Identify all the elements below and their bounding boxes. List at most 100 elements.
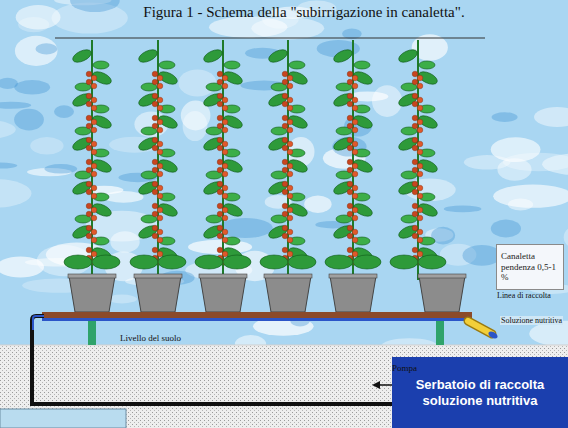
cloud [44,164,77,174]
tomato [282,211,288,217]
tomato [282,203,288,209]
tomato [417,193,423,199]
tomato [217,145,223,151]
leaf [289,61,305,69]
cloud [30,137,63,154]
tomato [287,127,293,133]
background-texture [0,0,568,354]
tomato [222,105,228,111]
leaf [64,255,92,269]
leaf [71,179,93,197]
tomato [412,71,418,77]
pot-rim [68,274,116,278]
pot [265,276,311,312]
tomato [287,229,293,235]
tomato [86,189,92,195]
tomato [287,207,293,213]
tomato [217,79,223,85]
tomato [347,79,353,85]
tomato [86,101,92,107]
cloud [37,245,92,276]
tomato-plant [325,40,381,312]
tomato [412,181,418,187]
leaf [93,61,109,69]
tomato-plant [260,40,316,312]
tomato [287,251,293,257]
tomato [412,101,418,107]
ground-label: Livello del suolo [120,333,181,343]
tomato [217,211,223,217]
leaf [332,135,354,153]
tomato [287,83,293,89]
tomato [347,93,353,99]
tomato [347,101,353,107]
tomato [86,225,92,231]
drain-pipe [468,321,492,334]
line-label: Linea di raccolta [497,291,551,300]
tomato [412,137,418,143]
tomato [417,141,423,147]
tomato [217,233,223,239]
cloud [0,102,31,109]
tomato [217,159,223,165]
cloud [218,218,272,238]
tomato [86,93,92,99]
cloud [492,112,518,122]
tomato [347,137,353,143]
tomato [347,211,353,217]
leaf [397,223,419,241]
tomato [222,149,228,155]
tomato [352,163,358,169]
cloud [372,85,402,117]
tomato [157,215,163,221]
tomato [412,225,418,231]
pot-rim [329,274,377,278]
tomato [152,189,158,195]
tomato [217,189,223,195]
tomato [86,137,92,143]
tomato [347,71,353,77]
tomato [417,171,423,177]
tomato [417,75,423,81]
tomato [217,101,223,107]
cloud [70,0,120,12]
tomato [347,167,353,173]
tomato [417,105,423,111]
tomato [222,75,228,81]
tomato [86,203,92,209]
leaf [397,135,419,153]
return-pipe [32,316,392,404]
pot-rim [134,274,182,278]
leaf [158,255,186,269]
tomato [152,123,158,129]
tomato [282,181,288,187]
leaf [137,135,159,153]
tomato [352,237,358,243]
tomato [222,97,228,103]
leaf [397,179,419,197]
tomato [217,167,223,173]
tomato [157,105,163,111]
tomato [282,159,288,165]
tomato [91,75,97,81]
tomato [417,207,423,213]
leaf [418,255,446,269]
node-text: Canaletta pendenza 0,5-1 % [501,251,559,283]
tomato [222,127,228,133]
tomato [352,251,358,257]
leaf [195,255,223,269]
collection-line [42,318,472,321]
cloud [14,109,44,131]
tomato [347,145,353,151]
leaf [137,47,159,65]
tomato [86,167,92,173]
tomato [282,123,288,129]
cloud [444,206,482,213]
tomato [86,211,92,217]
tomato [417,251,423,257]
tomato [217,93,223,99]
leaf [325,255,353,269]
channel-support [88,321,96,345]
tomato [417,97,423,103]
tomato [352,207,358,213]
